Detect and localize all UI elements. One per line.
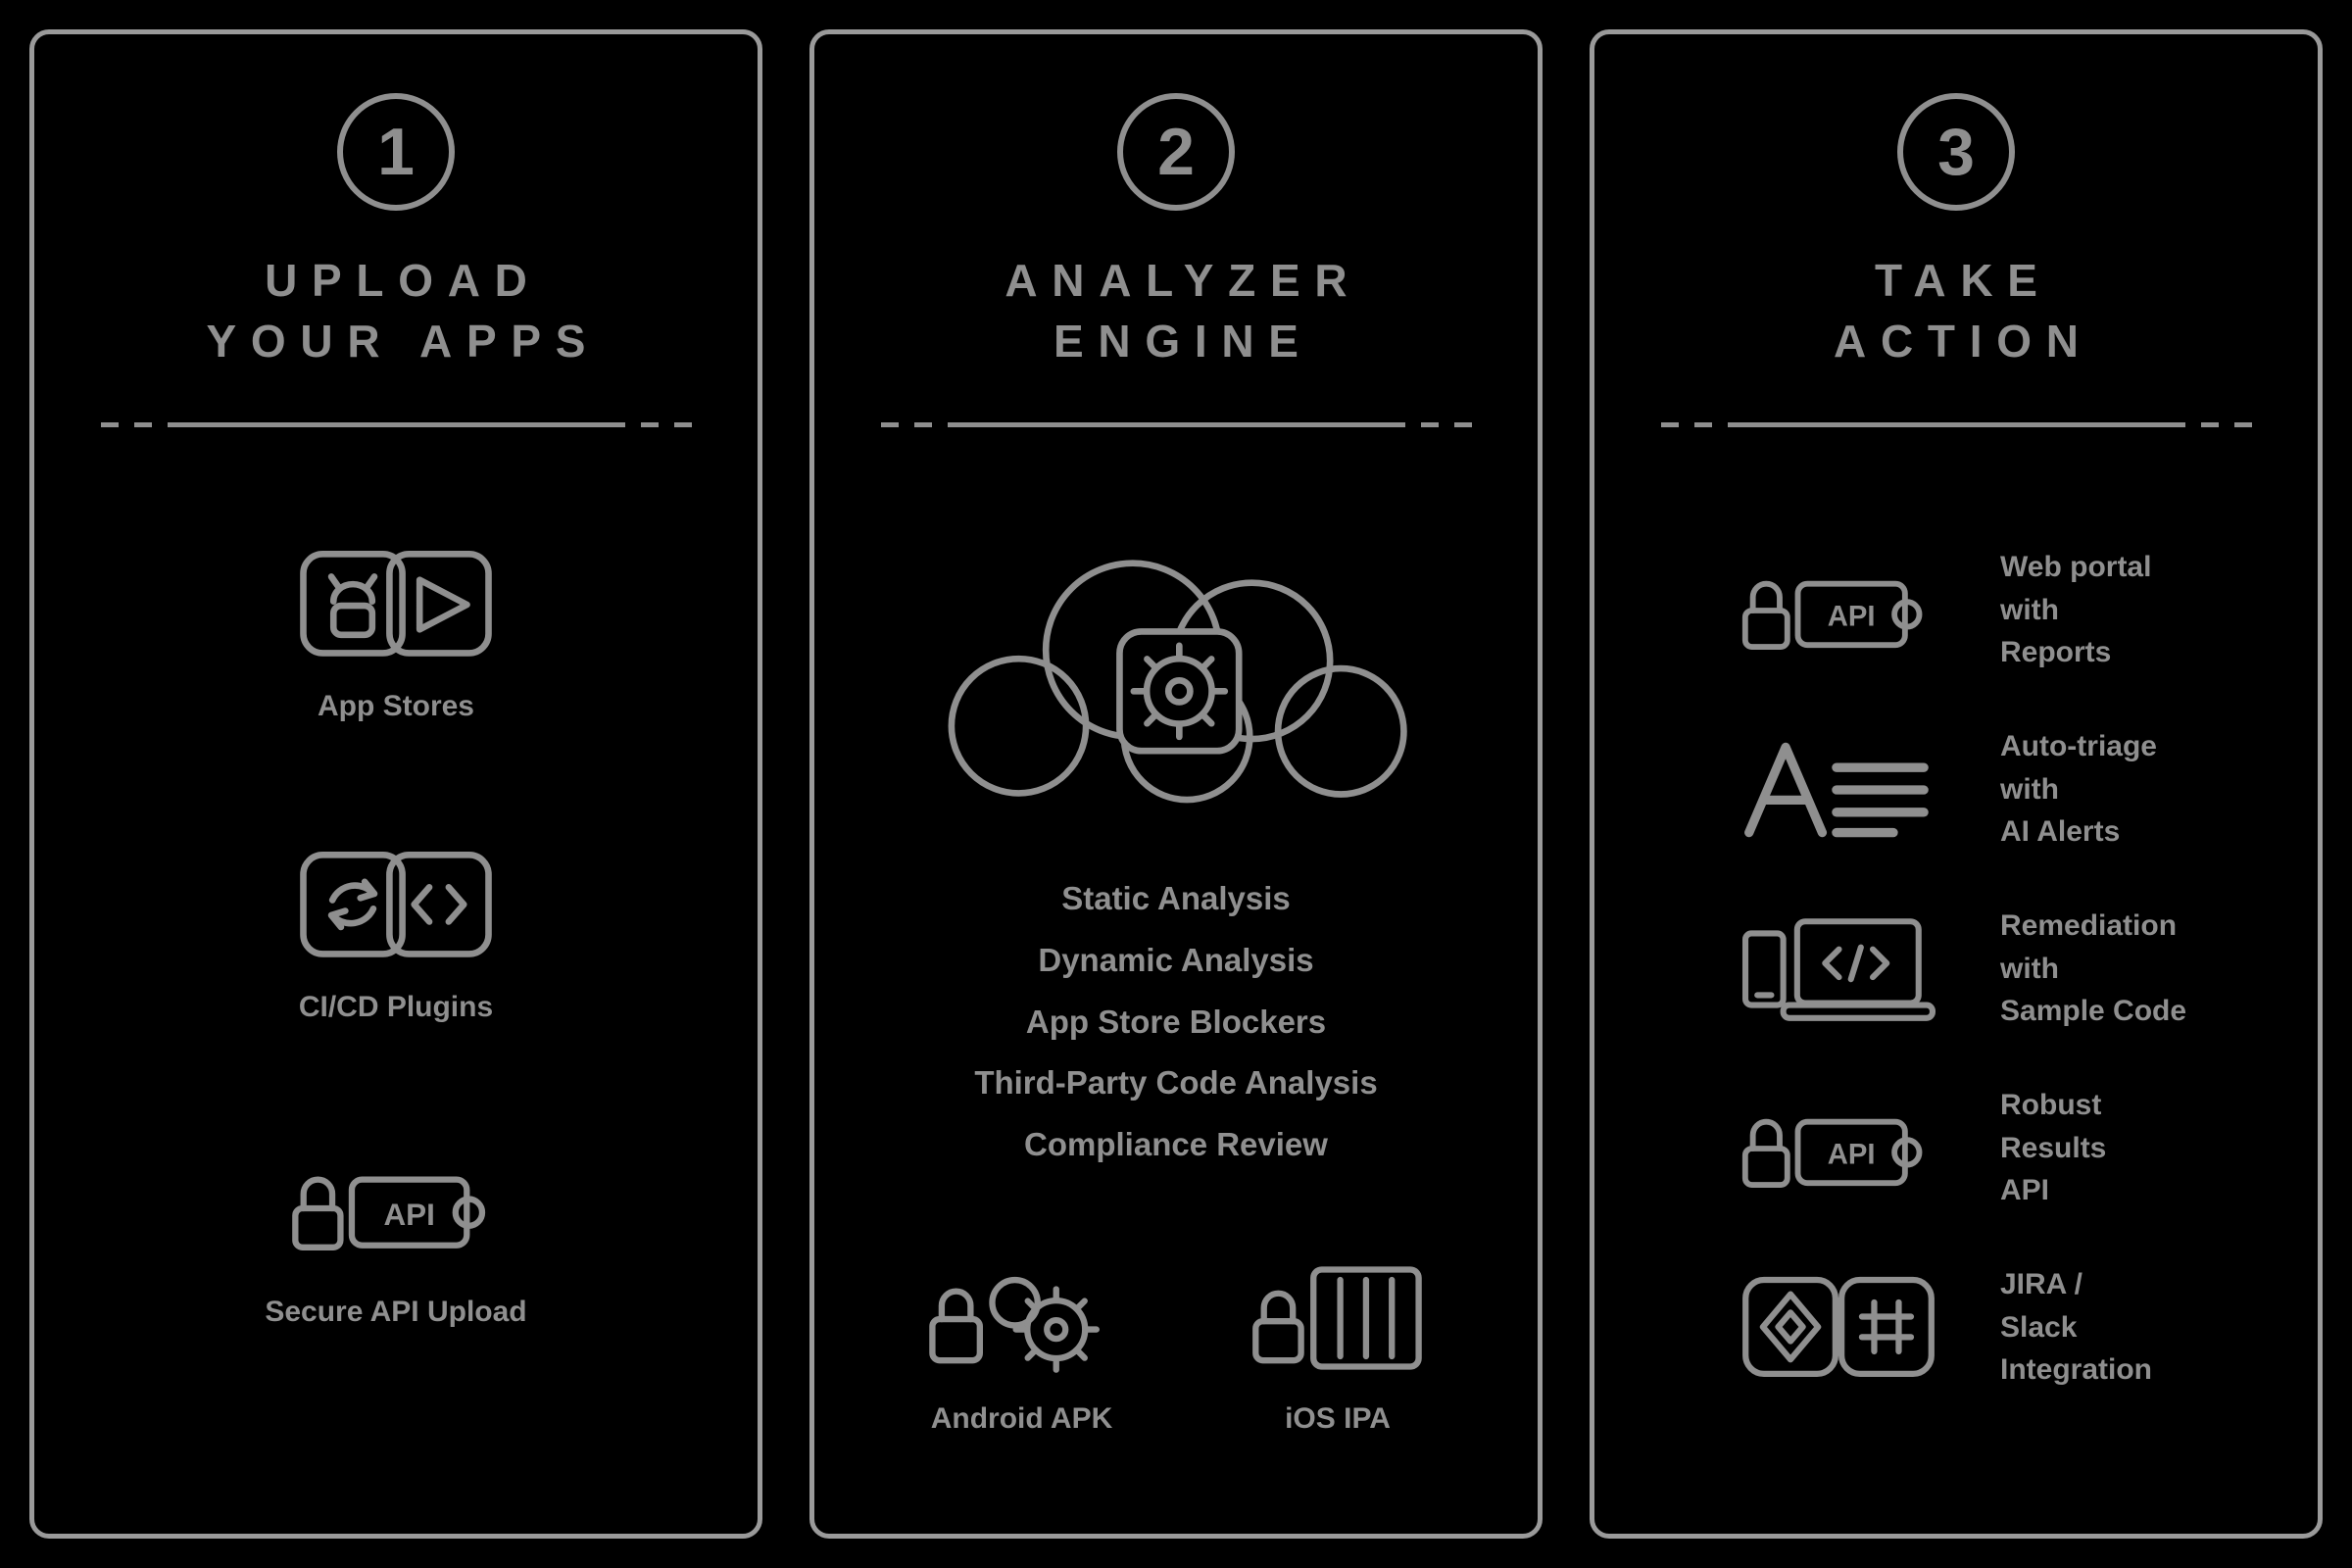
action-description: JIRA / Slack Integration [2000, 1268, 2152, 1387]
panel-upload-your-apps: 1 UPLOAD YOUR APPS App Stores [29, 29, 762, 1539]
panel-2-title: ANALYZER ENGINE [991, 250, 1362, 371]
action-description: Robust Results API [2000, 1089, 2107, 1207]
step-3-number: 3 [1937, 115, 1975, 189]
action-description: Web portal with Reports [2000, 551, 2152, 669]
android-apk-icon [928, 1276, 1100, 1373]
upload-sources-list: App Stores CI/CD Plugins [265, 545, 527, 1329]
panel-analyzer-engine: 2 ANALYZER ENGINE [809, 29, 1543, 1539]
cloud-engine-illustration [926, 525, 1426, 814]
action-description: Auto-triage with AI Alerts [2000, 730, 2157, 849]
action-integrations: JIRA / Slack Integration [1628, 1238, 2284, 1417]
panel-1-title: UPLOAD YOUR APPS [192, 250, 600, 371]
step-2-badge: 2 [1117, 93, 1235, 211]
ios-ipa-icon [1251, 1265, 1422, 1370]
analysis-item: Compliance Review [1024, 1125, 1328, 1162]
auto-triage-icon [1744, 742, 1929, 837]
panel-3-title-line-1: TAKE [1875, 255, 2052, 306]
jira-slack-icon [1742, 1276, 1935, 1377]
divider [880, 422, 1472, 428]
analysis-item: App Store Blockers [1025, 1003, 1327, 1040]
cicd-plugins-icon [300, 852, 492, 957]
api-puzzle-icon: API [1741, 580, 1922, 650]
list-item-app-stores: App Stores [298, 545, 494, 723]
svg-text:API: API [383, 1198, 434, 1232]
list-item-secure-api-upload: API Secure API Upload [265, 1147, 527, 1329]
format-android-apk: Android APK [924, 1259, 1120, 1436]
panel-2-title-line-2: ENGINE [1054, 316, 1313, 368]
list-item-label: CI/CD Plugins [298, 991, 494, 1024]
action-remediation: Remediation with Sample Code [1628, 879, 2284, 1058]
list-item-label: Secure API Upload [265, 1296, 527, 1329]
remediation-code-icon [1741, 917, 1936, 1021]
analysis-item: Third-Party Code Analysis [974, 1064, 1378, 1102]
step-2-number: 2 [1157, 115, 1195, 189]
analysis-item: Dynamic Analysis [1038, 941, 1314, 978]
action-auto-triage: Auto-triage with AI Alerts [1628, 700, 2284, 879]
supported-formats: Android APK iOS IPA [924, 1259, 1429, 1436]
panel-take-action: 3 TAKE ACTION API W [1590, 29, 2323, 1539]
action-web-portal: API Web portal with Reports [1628, 520, 2284, 700]
step-1-badge: 1 [337, 93, 455, 211]
format-label: Android APK [930, 1401, 1113, 1435]
panel-2-title-line-1: ANALYZER [1004, 255, 1362, 306]
format-ios-ipa: iOS IPA [1248, 1259, 1429, 1436]
divider [1660, 422, 2252, 428]
svg-text:API: API [1827, 1138, 1875, 1170]
actions-list: API Web portal with Reports [1628, 520, 2284, 1417]
app-stores-icon [300, 551, 492, 657]
panel-3-title-line-2: ACTION [1834, 316, 2093, 368]
panel-3-title: TAKE ACTION [1819, 250, 2092, 371]
svg-text:API: API [1827, 600, 1875, 632]
cloud-gear-icon [948, 560, 1407, 804]
divider [100, 422, 692, 428]
action-results-api: API Robust Results API [1628, 1058, 2284, 1238]
analysis-item: Static Analysis [1061, 880, 1291, 917]
panel-1-title-line-1: UPLOAD [265, 255, 542, 306]
secure-api-upload-icon: API [292, 1176, 486, 1251]
results-api-icon: API [1741, 1118, 1922, 1188]
list-item-cicd-plugins: CI/CD Plugins [298, 846, 494, 1024]
step-3-badge: 3 [1897, 93, 2015, 211]
analysis-capabilities-list: Static Analysis Dynamic Analysis App Sto… [974, 868, 1377, 1175]
action-description: Remediation with Sample Code [2000, 909, 2187, 1028]
step-1-number: 1 [377, 115, 415, 189]
list-item-label: App Stores [317, 690, 474, 723]
panel-1-title-line-2: YOUR APPS [206, 316, 601, 368]
format-label: iOS IPA [1285, 1401, 1391, 1435]
